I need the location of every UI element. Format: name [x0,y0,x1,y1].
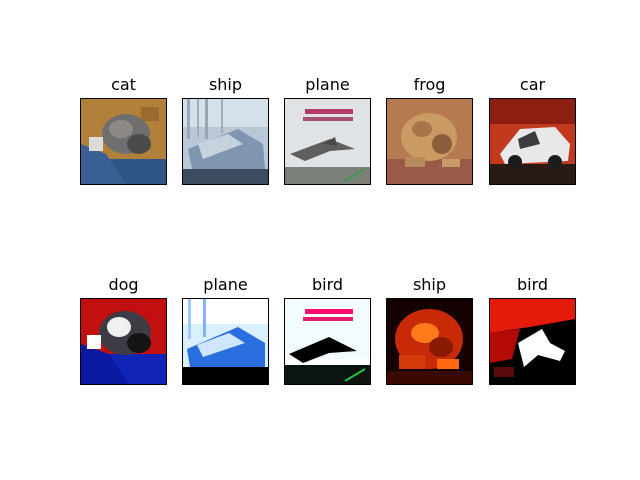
cell-title: frog [413,75,446,94]
cell-title: dog [108,275,139,294]
thumbnail-image [80,298,167,385]
cell-title: plane [203,275,248,294]
cell-title: ship [208,75,243,94]
thumbnail-image [386,298,473,385]
cell-title: bird [516,275,549,294]
cell-title: car [519,75,546,94]
thumbnail-image [284,98,371,185]
thumbnail-image [182,98,269,185]
thumbnail-image [489,98,576,185]
cell-title: ship [412,275,447,294]
thumbnail-image [386,98,473,185]
cell-title: plane [305,75,350,94]
thumbnail-image [284,298,371,385]
cell-title: bird [311,275,344,294]
cell-title: cat [111,75,136,94]
thumbnail-image [489,298,576,385]
thumbnail-image [182,298,269,385]
thumbnail-image [80,98,167,185]
